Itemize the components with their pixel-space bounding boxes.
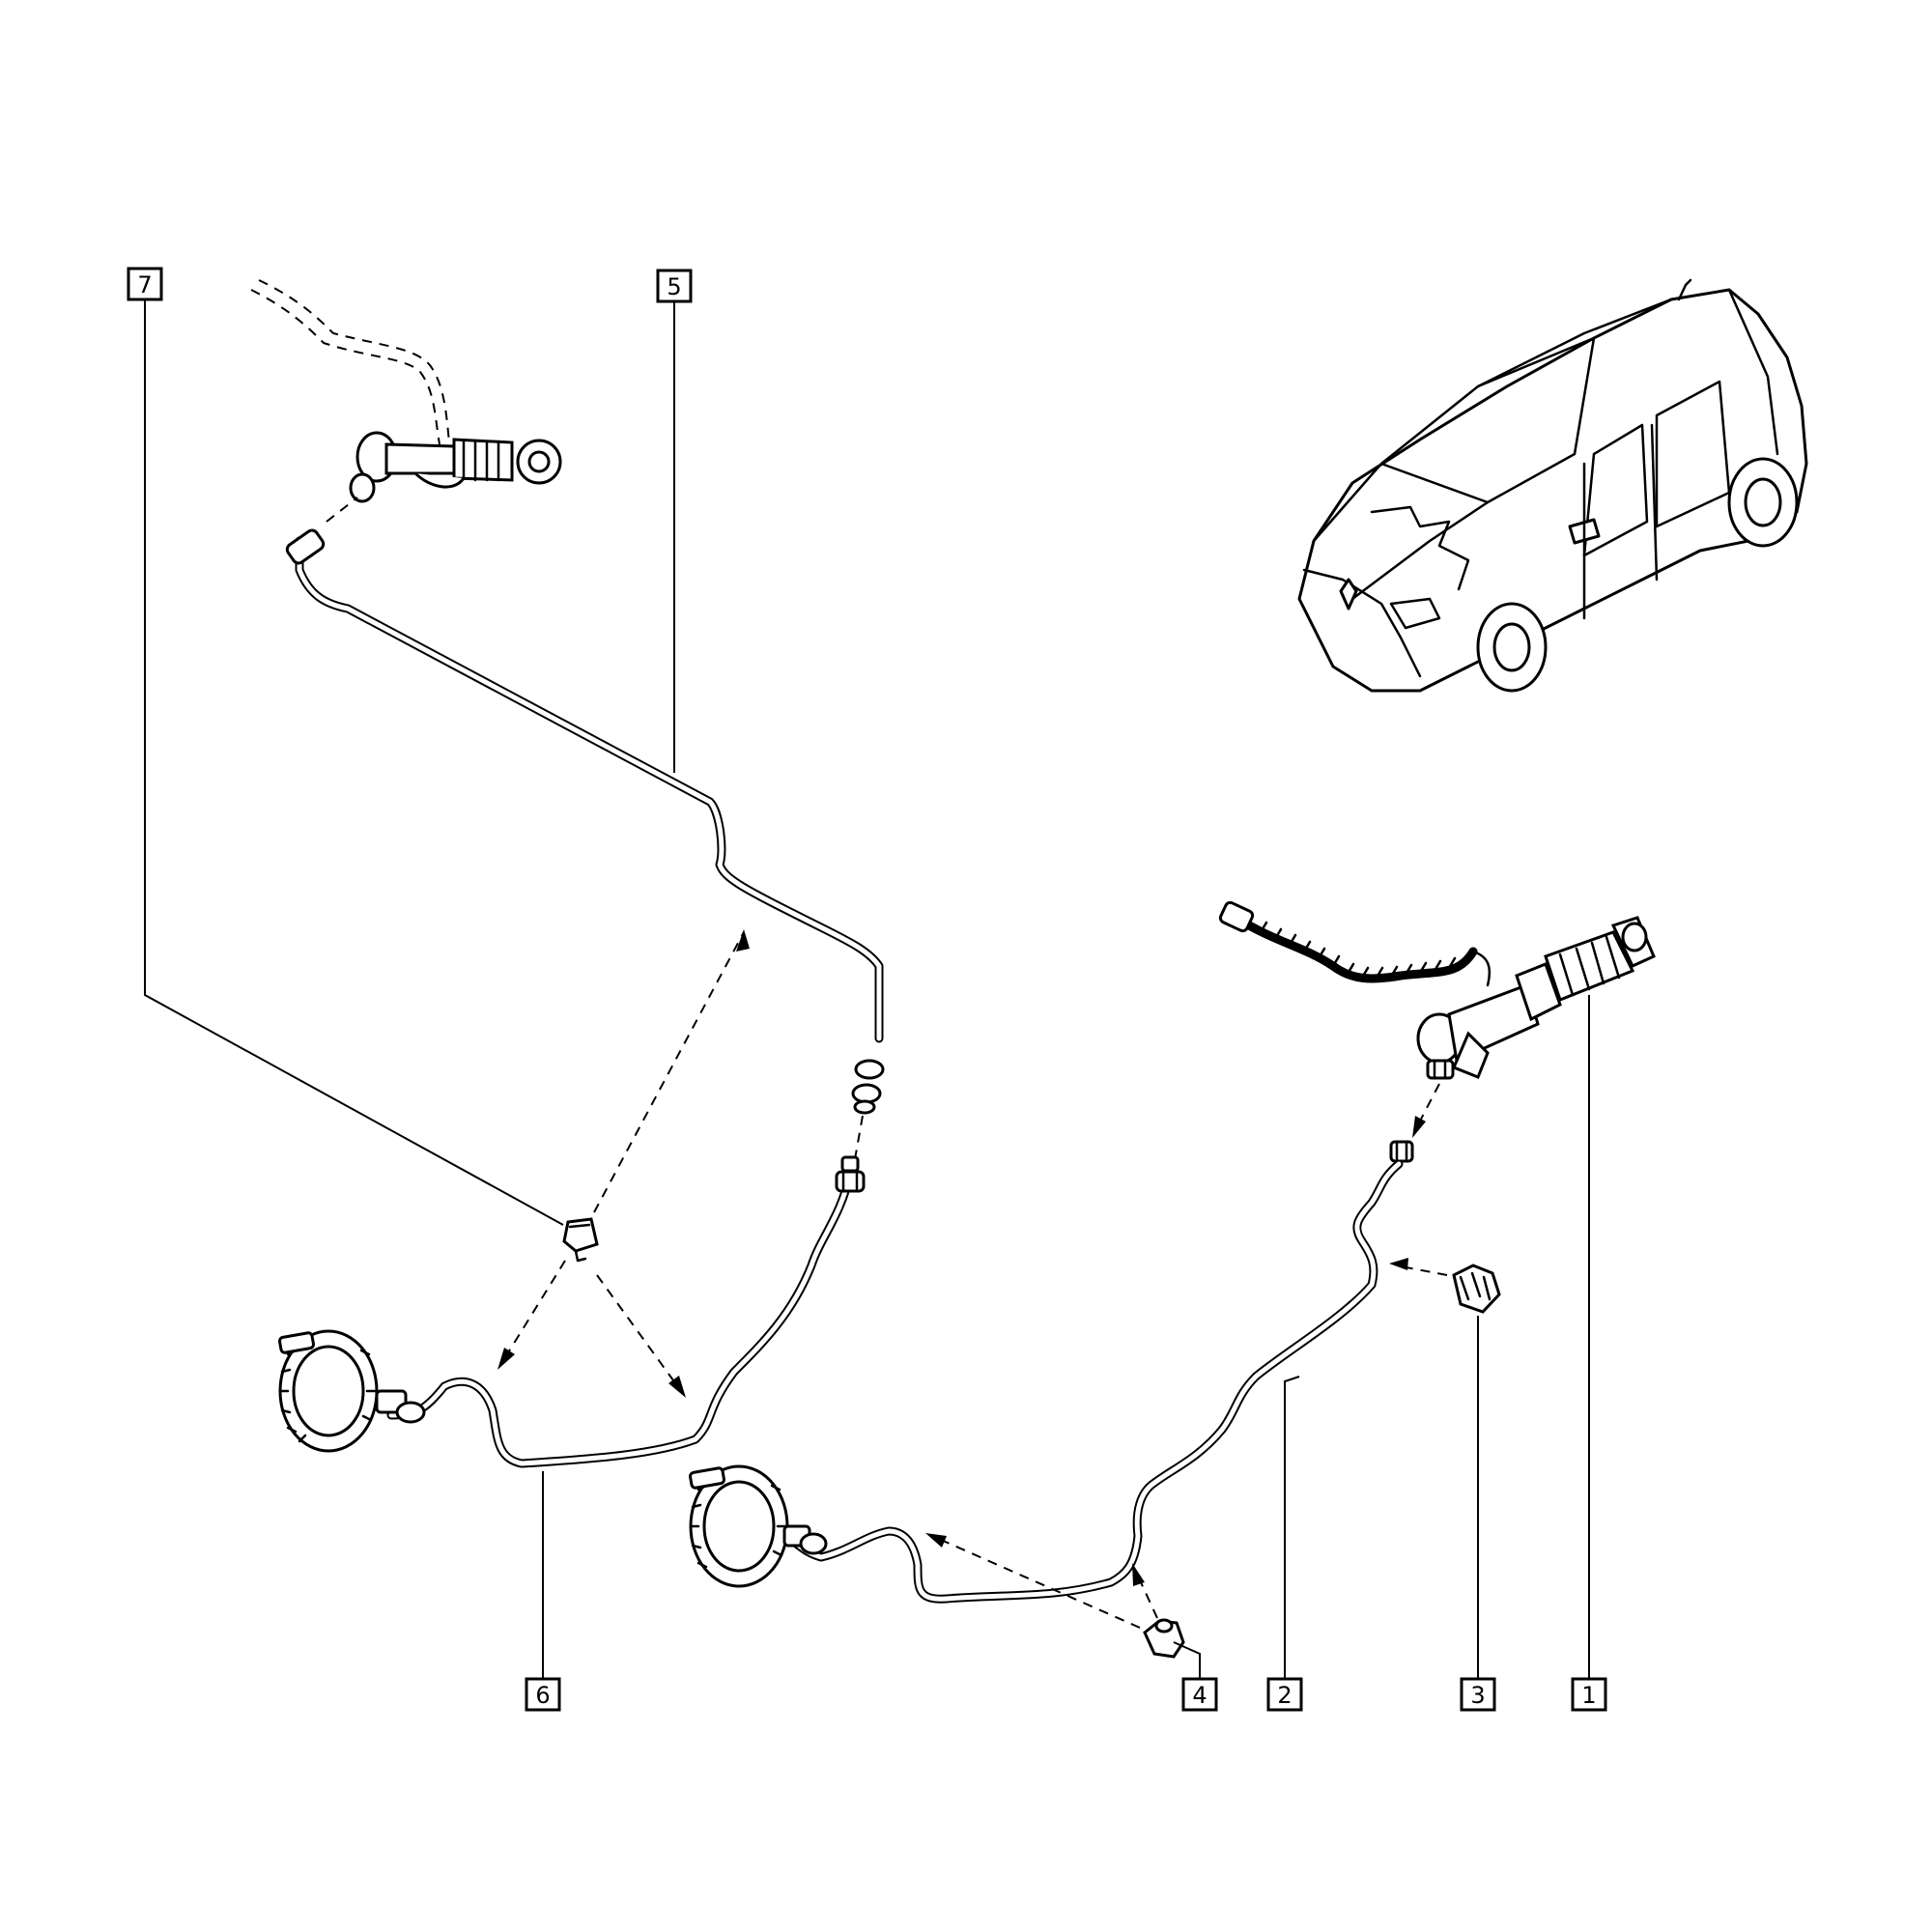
callout-6-label: 6 <box>535 1682 550 1709</box>
slave-cylinder-right <box>689 1464 828 1588</box>
clip-3 <box>1389 1258 1501 1314</box>
clip-7 <box>562 1217 599 1263</box>
callout-2: 2 <box>1266 1677 1303 1712</box>
callout-3: 3 <box>1460 1677 1496 1712</box>
callout-1: 1 <box>1571 1677 1607 1712</box>
callout-7: 7 <box>127 267 163 301</box>
hydraulic-pipe-5 <box>285 497 885 1160</box>
assembly-arrows-left <box>497 929 750 1398</box>
clip-4 <box>925 1533 1185 1659</box>
callout-2-label: 2 <box>1277 1682 1292 1709</box>
master-cylinder-1 <box>1218 900 1656 1080</box>
callout-4: 4 <box>1181 1677 1218 1712</box>
callout-4-label: 4 <box>1192 1682 1207 1709</box>
leader-lines <box>144 299 1590 1679</box>
callout-5-label: 5 <box>667 273 681 300</box>
callout-3-label: 3 <box>1470 1682 1485 1709</box>
upper-master-cylinder-assembly <box>250 279 562 503</box>
callout-5: 5 <box>656 269 693 303</box>
callout-7-label: 7 <box>137 271 152 298</box>
vehicle-illustration <box>1297 278 1808 693</box>
hydraulic-pipe-6 <box>278 1155 866 1468</box>
hydraulic-pipe-2 <box>689 1083 1440 1604</box>
callout-6: 6 <box>525 1677 561 1712</box>
callout-1-label: 1 <box>1581 1682 1596 1709</box>
slave-cylinder-left <box>278 1329 426 1453</box>
